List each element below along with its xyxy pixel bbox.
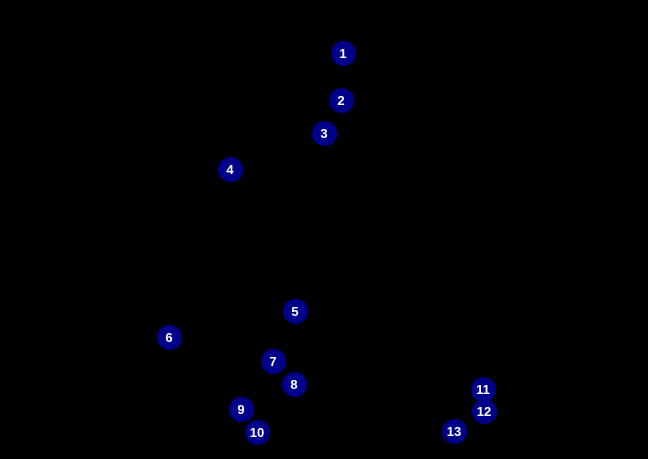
marker-9[interactable]: 9	[228, 396, 254, 422]
marker-label: 4	[226, 161, 234, 177]
marker-7[interactable]: 7	[260, 348, 286, 374]
marker-label: 10	[249, 424, 265, 440]
marker-label: 12	[476, 403, 492, 419]
marker-label: 9	[237, 401, 245, 417]
marker-label: 13	[446, 423, 462, 439]
marker-label: 8	[290, 376, 298, 392]
marker-label: 5	[291, 303, 299, 319]
marker-10[interactable]: 10	[244, 419, 270, 445]
marker-label: 2	[337, 92, 345, 108]
marker-2[interactable]: 2	[328, 87, 354, 113]
marker-11[interactable]: 11	[470, 376, 496, 402]
marker-8[interactable]: 8	[281, 371, 307, 397]
marker-6[interactable]: 6	[156, 324, 182, 350]
marker-12[interactable]: 12	[471, 398, 497, 424]
marker-label: 6	[165, 329, 173, 345]
marker-label: 3	[320, 125, 328, 141]
marker-3[interactable]: 3	[311, 120, 337, 146]
marker-label: 7	[269, 353, 277, 369]
marker-label: 1	[339, 45, 347, 61]
marker-13[interactable]: 13	[441, 418, 467, 444]
marker-4[interactable]: 4	[217, 156, 243, 182]
marker-label: 11	[476, 381, 490, 397]
marker-1[interactable]: 1	[330, 40, 356, 66]
marker-5[interactable]: 5	[282, 298, 308, 324]
